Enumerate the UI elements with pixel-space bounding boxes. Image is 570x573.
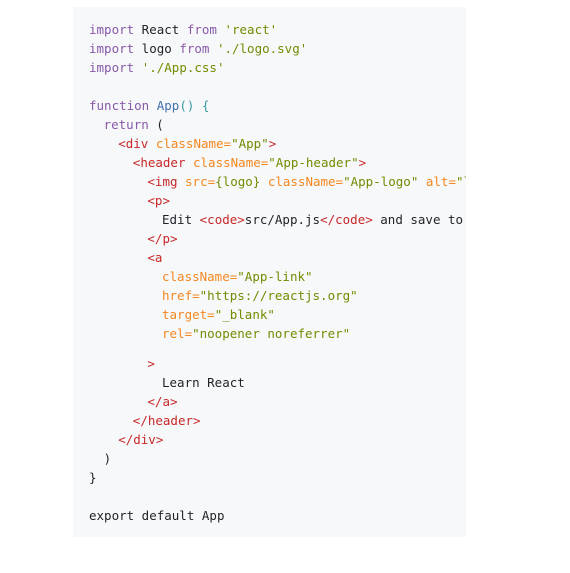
code-token: from	[186, 22, 217, 37]
code-token: "logo" />	[456, 174, 466, 189]
code-token	[209, 41, 217, 56]
code-token: () {	[179, 98, 210, 113]
code-token: }	[89, 470, 97, 486]
code-token: "App-link"	[237, 269, 313, 284]
code-token: className=	[148, 136, 232, 151]
code-token: (	[148, 117, 164, 132]
code-token: App	[156, 98, 180, 113]
code-token: className=	[185, 155, 269, 170]
code-line: </div>	[118, 430, 163, 449]
code-token: >	[268, 136, 277, 151]
code-line: return (	[104, 115, 164, 134]
code-token: React	[134, 22, 187, 37]
code-token: from	[179, 41, 210, 56]
code-line: href="https://reactjs.org"	[162, 286, 358, 305]
code-token: './logo.svg'	[216, 41, 308, 56]
code-line: <img src={logo} className="App-logo" alt…	[147, 172, 466, 191]
code-token: "_blank"	[214, 307, 275, 322]
code-token: className=	[260, 174, 344, 189]
code-line: )	[104, 449, 112, 468]
code-token: import	[89, 60, 135, 75]
code-block: import React from 'react'import logo fro…	[73, 7, 466, 537]
code-token: "https://reactjs.org"	[199, 288, 358, 303]
code-token: >	[147, 356, 155, 372]
code-token: "App-header"	[268, 155, 359, 170]
code-token: )	[103, 451, 112, 467]
code-token: </a>	[147, 394, 178, 410]
code-line: }	[89, 468, 97, 487]
code-token: Learn React	[162, 375, 245, 391]
code-line: import logo from './logo.svg'	[89, 39, 307, 58]
code-token: return	[103, 117, 149, 132]
code-token: </div>	[118, 432, 164, 448]
code-line: Edit <code>src/App.js</code> and save to…	[162, 210, 466, 229]
code-token: src/App.js	[244, 212, 321, 227]
code-token: target=	[162, 307, 215, 322]
code-line: <a	[147, 248, 162, 267]
code-token: export	[89, 508, 135, 524]
code-token: import	[89, 22, 135, 37]
code-token: 'react'	[224, 22, 278, 37]
code-token: </p>	[147, 231, 178, 246]
code-line: </p>	[147, 229, 177, 248]
code-token: </code>	[320, 212, 373, 227]
code-token: src=	[177, 174, 216, 189]
code-token: and save to reload.	[380, 212, 464, 227]
code-line: </header>	[133, 411, 201, 430]
code-token: {logo}	[215, 174, 261, 189]
code-token: rel=	[162, 326, 193, 341]
code-token: >	[358, 155, 367, 170]
code-token: </header>	[132, 413, 201, 429]
code-line: </a>	[147, 392, 177, 411]
code-token: <header	[132, 155, 186, 170]
code-line: <div className="App">	[118, 134, 276, 153]
code-line: >	[147, 354, 155, 373]
code-token: function	[89, 98, 150, 113]
code-line: function App() {	[89, 96, 209, 115]
code-token	[149, 98, 157, 113]
code-token: className=	[162, 269, 238, 284]
code-line: className="App-link"	[162, 267, 313, 286]
code-token: "App-logo"	[343, 174, 419, 189]
code-token: href=	[162, 288, 200, 303]
code-line: target="_blank"	[162, 305, 275, 324]
code-line: Learn React	[162, 373, 245, 392]
code-token: Edit	[162, 212, 200, 227]
code-token: "App"	[231, 136, 269, 151]
code-line: <header className="App-header">	[133, 153, 366, 172]
code-token: './App.css'	[141, 60, 225, 75]
code-line: import './App.css'	[89, 58, 224, 77]
code-token: <img	[147, 174, 178, 189]
code-token: default App	[134, 508, 225, 524]
code-token: <div	[118, 136, 149, 151]
code-token: "noopener noreferrer"	[192, 326, 351, 341]
code-line: <p>	[147, 191, 170, 210]
code-token: import	[89, 41, 135, 56]
code-token: <p>	[147, 193, 170, 208]
code-token	[134, 60, 142, 75]
code-token: <a	[147, 250, 163, 265]
code-line: rel="noopener noreferrer"	[162, 324, 350, 343]
code-token: alt=	[418, 174, 456, 189]
code-line: export default App	[89, 506, 224, 525]
code-token: <code>	[199, 212, 245, 227]
code-token: logo	[134, 41, 180, 56]
code-line: import React from 'react'	[89, 20, 277, 39]
